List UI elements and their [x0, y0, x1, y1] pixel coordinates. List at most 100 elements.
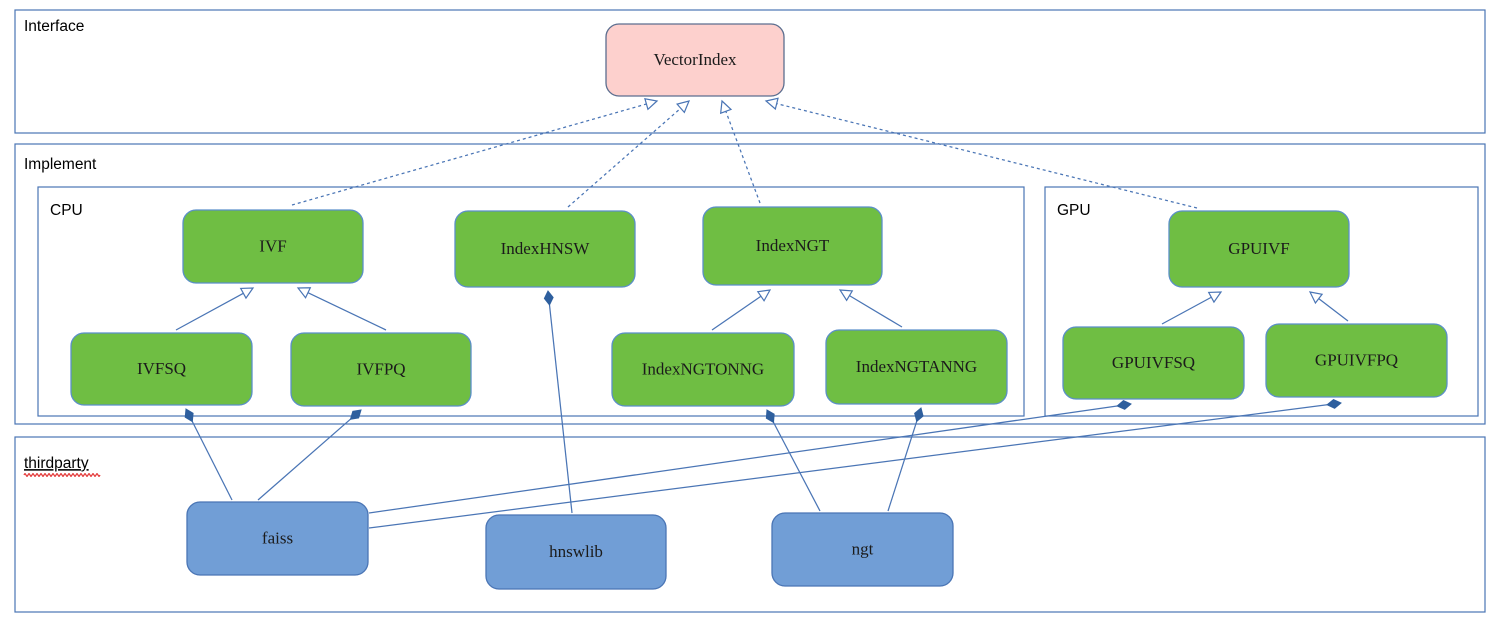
filled-diamond-marker — [1326, 398, 1342, 409]
edge-gpuivfpq-to-gpuivf — [1308, 291, 1349, 322]
filled-diamond-marker — [765, 409, 775, 424]
node-indexngt[interactable]: IndexNGT — [702, 206, 883, 286]
edge-indexngtonng-to-indexngt — [711, 289, 772, 331]
edge-line — [368, 404, 1328, 529]
node-label: IVFSQ — [137, 359, 186, 378]
node-label: faiss — [262, 528, 293, 547]
edge-gpuivf-to-vectorindex — [764, 97, 1198, 209]
hollow-triangle-marker — [764, 97, 779, 111]
node-label: ngt — [852, 539, 874, 558]
filled-diamond-marker — [914, 407, 924, 423]
node-hnswlib[interactable]: hnswlib — [485, 514, 667, 590]
edge-line — [368, 405, 1118, 514]
node-box[interactable] — [605, 23, 785, 97]
spellcheck-squiggle-thirdparty — [23, 473, 101, 477]
hollow-triangle-marker — [838, 289, 854, 302]
node-label: GPUIVFPQ — [1315, 350, 1398, 369]
edge-gpuivfsq-to-gpuivf — [1161, 291, 1223, 325]
node-box[interactable] — [186, 501, 369, 576]
frame-label-gpu: GPU — [1057, 202, 1091, 219]
edge-faiss-to-gpuivfsq — [368, 400, 1132, 514]
edge-ivf-to-vectorindex — [291, 97, 659, 206]
node-label: IndexHNSW — [501, 239, 591, 258]
node-vectorindex[interactable]: VectorIndex — [605, 23, 785, 97]
edge-ivfpq-to-ivf — [296, 287, 387, 331]
edge-line — [711, 295, 762, 331]
node-ivfpq[interactable]: IVFPQ — [290, 332, 472, 407]
node-ivf[interactable]: IVF — [182, 209, 364, 284]
node-label: hnswlib — [549, 542, 603, 561]
edge-line — [191, 421, 233, 501]
hollow-triangle-marker — [756, 289, 772, 302]
node-faiss[interactable]: faiss — [186, 501, 369, 576]
edge-line — [849, 295, 903, 328]
node-indexngtanng[interactable]: IndexNGTANNG — [825, 329, 1008, 405]
node-box[interactable] — [454, 210, 636, 288]
hollow-triangle-marker — [644, 97, 659, 111]
frame-label-implement: Implement — [24, 156, 97, 173]
node-box[interactable] — [611, 332, 795, 407]
edge-line — [1161, 296, 1212, 325]
edge-line — [175, 292, 244, 331]
edge-ngt-to-indexngtonng — [765, 409, 821, 512]
frame-label-cpu: CPU — [50, 202, 83, 219]
edge-line — [776, 103, 1198, 209]
node-label: IVF — [259, 236, 286, 255]
node-label: IndexNGT — [756, 236, 830, 255]
node-ivfsq[interactable]: IVFSQ — [70, 332, 253, 406]
hollow-triangle-marker — [239, 287, 255, 300]
edge-line — [548, 304, 573, 514]
edge-indexhnsw-to-vectorindex — [567, 100, 691, 208]
node-box[interactable] — [771, 512, 954, 587]
node-gpuivf[interactable]: GPUIVF — [1168, 210, 1350, 288]
node-indexngtonng[interactable]: IndexNGTONNG — [611, 332, 795, 407]
edge-line — [887, 421, 918, 512]
node-ngt[interactable]: ngt — [771, 512, 954, 587]
node-box[interactable] — [1168, 210, 1350, 288]
node-label: IndexNGTONNG — [642, 359, 764, 378]
edge-line — [725, 111, 761, 204]
node-box[interactable] — [1062, 326, 1245, 400]
hollow-triangle-marker — [296, 287, 312, 299]
node-box[interactable] — [485, 514, 667, 590]
node-box[interactable] — [825, 329, 1008, 405]
node-box[interactable] — [1265, 323, 1448, 398]
filled-diamond-marker — [184, 408, 194, 423]
edge-faiss-to-gpuivfpq — [368, 398, 1342, 529]
frame-label-interface: Interface — [24, 18, 84, 35]
node-label: VectorIndex — [653, 50, 737, 69]
node-label: IVFPQ — [356, 359, 405, 378]
filled-diamond-marker — [543, 290, 554, 306]
edge-line — [1318, 298, 1349, 322]
hollow-triangle-marker — [1207, 291, 1223, 304]
edge-hnswlib-to-indexhnsw — [543, 290, 573, 514]
node-box[interactable] — [702, 206, 883, 286]
edge-indexngtanng-to-indexngt — [838, 289, 903, 328]
edge-line — [257, 418, 351, 501]
frame-label-thirdparty: thirdparty — [24, 455, 89, 472]
edge-indexngt-to-vectorindex — [719, 99, 761, 204]
hollow-triangle-marker — [719, 99, 733, 115]
filled-diamond-marker — [1116, 400, 1132, 410]
node-box[interactable] — [290, 332, 472, 407]
node-label: GPUIVF — [1228, 239, 1289, 258]
filled-diamond-marker — [349, 409, 362, 420]
edge-line — [772, 422, 821, 512]
node-gpuivfsq[interactable]: GPUIVFSQ — [1062, 326, 1245, 400]
edge-ngt-to-indexngtanng — [887, 407, 924, 512]
edge-faiss-to-ivfpq — [257, 409, 362, 501]
edge-line — [307, 292, 387, 331]
node-indexhnsw[interactable]: IndexHNSW — [454, 210, 636, 288]
edge-line — [291, 103, 647, 206]
hollow-triangle-marker — [1308, 291, 1324, 305]
edge-ivfsq-to-ivf — [175, 287, 255, 331]
node-gpuivfpq[interactable]: GPUIVFPQ — [1265, 323, 1448, 398]
node-label: GPUIVFSQ — [1112, 353, 1195, 372]
edge-line — [567, 107, 682, 208]
node-box[interactable] — [70, 332, 253, 406]
edge-faiss-to-ivfsq — [184, 408, 233, 501]
node-box[interactable] — [182, 209, 364, 284]
node-label: IndexNGTANNG — [856, 357, 977, 376]
